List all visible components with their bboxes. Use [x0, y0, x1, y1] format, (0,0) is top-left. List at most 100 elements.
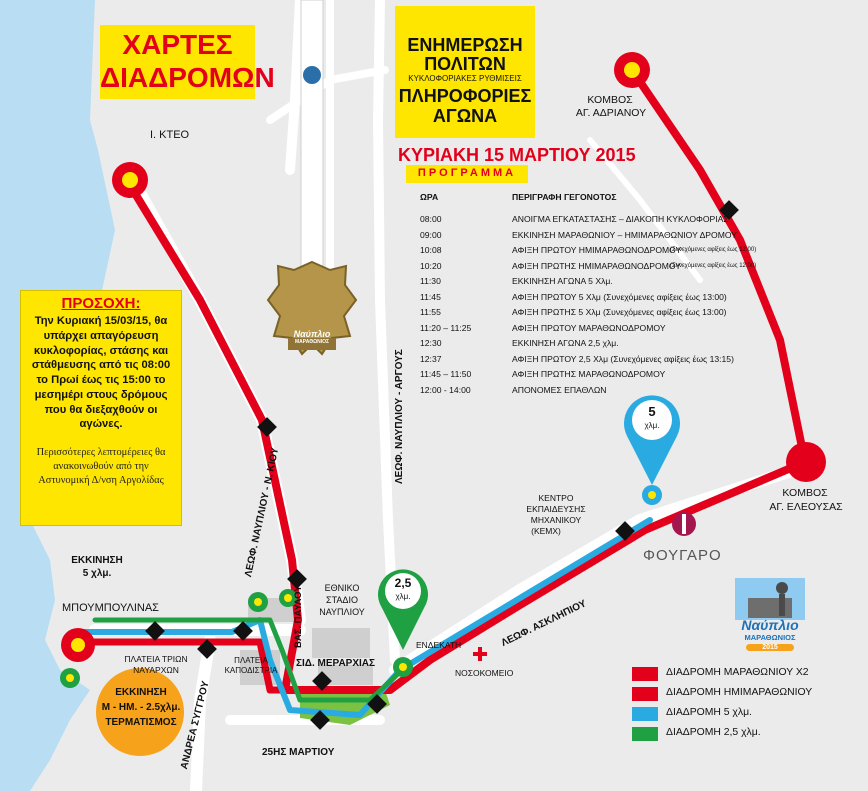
schedule-event: ΑΦΙΞΗ ΠΡΩΤΟΥ 2,5 Χλμ (Συνεχόμενες αφίξει…	[512, 353, 734, 364]
schedule-time: 12:30	[420, 338, 442, 348]
label-stadium-1: ΕΘΝΙΚΟ	[324, 583, 360, 593]
medal-sub: ΜΑΡΑΘΩΝΙΟΣ	[294, 339, 329, 345]
schedule-time: 10:08	[420, 245, 442, 255]
turnaround-markers	[60, 52, 826, 688]
logo-sub: ΜΑΡΑΘΩΝΙΟΣ	[744, 633, 796, 642]
label-25is-martiou: 25ΗΣ ΜΑΡΤΙΟΥ	[262, 747, 335, 758]
label-nosokomeio: ΝΟΣΟΚΟΜΕΙΟ	[455, 668, 514, 678]
schedule-time: 10:20	[420, 260, 442, 271]
label-mpoumpoulinas: ΜΠΟΥΜΠΟΥΛΙΝΑΣ	[62, 602, 159, 614]
label-sid-merarxias: ΣΙΔ. ΜΕΡΑΡΧΙΑΣ	[296, 658, 376, 669]
label-plateia-kapodistria-2: ΚΑΠΟΔΙΣΤΡΙΑ	[224, 666, 278, 675]
legend-swatch	[632, 727, 658, 741]
logo-name: Ναύπλιο	[741, 617, 799, 633]
notice-sub: Περισσότερες λεπτομέρειες θα ανακοινωθού…	[36, 447, 166, 486]
legend-label: ΔΙΑΔΡΟΜΗ ΗΜΙΜΑΡΑΘΩΝΙΟΥ	[666, 687, 813, 698]
label-kombos-eleousas-2: ΑΓ. ΕΛΕΟΥΣΑΣ	[769, 501, 843, 513]
label-start-main-1: ΕΚΚΙΝΗΣΗ	[115, 687, 167, 698]
info-line4: ΠΛΗΡΟΦΟΡΙΕΣ	[398, 86, 532, 106]
schedule-event: ΑΦΙΞΗ ΠΡΩΤΟΥ ΗΜΙΜΑΡΑΘΩΝΟΔΡΟΜΟΥ	[512, 245, 682, 255]
label-start-5-2: 5 χλμ.	[82, 568, 112, 579]
label-vas-pavlou: ΒΑΣ. ΠΑΥΛΟΥ	[293, 585, 304, 648]
program-label-text: ΠΡΟΓΡΑΜΜΑ	[417, 167, 517, 179]
label-endekati: ΕΝΔΕΚΑΤΗ	[416, 640, 462, 650]
label-plateia-kapodistria-1: ΠΛΑΤΕΙΑ	[234, 656, 268, 665]
logo-year: 2015	[746, 644, 794, 652]
schedule-event: ΕΚΚΙΝΗΣΗ ΑΓΩΝΑ 2,5 χλμ.	[512, 338, 619, 348]
label-plateia-trion-1: ΠΛΑΤΕΙΑ ΤΡΙΩΝ	[124, 654, 188, 664]
label-kemx-3: ΜΗΧΑΝΙΚΟΥ	[530, 515, 582, 525]
schedule-time: 08:00	[420, 214, 442, 224]
pin-2-5km-value: 2,5	[394, 576, 412, 590]
medal-icon	[266, 0, 358, 356]
legend-label: ΔΙΑΔΡΟΜΗ 5 χλμ.	[666, 707, 752, 718]
label-start-main-3: ΤΕΡΜΑΤΙΣΜΟΣ	[105, 717, 177, 728]
schedule-time: 12:00 - 14:00	[420, 384, 471, 395]
label-stadium-2: ΣΤΑΔΙΟ	[326, 595, 358, 605]
pin-5km-unit: χλμ.	[644, 421, 660, 430]
label-start-main-2: Μ - ΗΜ. - 2.5χλμ.	[101, 702, 181, 713]
pin-5km-icon	[624, 395, 680, 485]
schedule-event: ΑΦΙΞΗ ΠΡΩΤΟΥ ΜΑΡΑΘΩΝΟΔΡΟΜΟΥ	[512, 322, 666, 333]
schedule-event: ΕΚΚΙΝΗΣΗ ΑΓΩΝΑ 5 Χλμ.	[512, 276, 613, 286]
title-box: ΧΑΡΤΕΣ ΔΙΑΔΡΟΜΩΝ	[100, 25, 275, 99]
info-line5: ΑΓΩΝΑ	[432, 106, 498, 126]
schedule-time: 12:37	[420, 353, 442, 364]
info-line1: ΕΝΗΜΕΡΩΣΗ	[407, 35, 523, 55]
label-kombos-adrianou-2: ΑΓ. ΑΔΡΙΑΝΟΥ	[575, 107, 647, 119]
pin-5km-value: 5	[648, 404, 656, 419]
schedule-note: (Συνεχόμενες αφίξεις έως 12:00)	[670, 247, 757, 253]
label-kemx-2: ΕΚΠΑΙΔΕΥΣΗΣ	[526, 504, 586, 514]
schedule-header-time: ΩΡΑ	[420, 192, 439, 202]
notice-text: Την Κυριακή 15/03/15, θα υπάρχει απαγόρε…	[31, 315, 171, 431]
schedule-event: ΕΚΚΙΝΗΣΗ ΜΑΡΑΘΩΝΙΟΥ – ΗΜΙΜΑΡΑΘΩΝΙΟΥ ΔΡΟΜ…	[512, 229, 738, 240]
info-box: ΕΝΗΜΕΡΩΣΗ ΠΟΛΙΤΩΝ ΚΥΚΛΟΦΟΡΙΑΚΕΣ ΡΥΘΜΙΣΕΙ…	[395, 6, 535, 138]
marathon-logo-icon	[735, 578, 805, 620]
schedule-time: 09:00	[420, 229, 442, 240]
medal-name: Ναύπλιο	[293, 329, 331, 339]
program-label	[406, 165, 528, 183]
legend-label: ΔΙΑΔΡΟΜΗ ΜΑΡΑΘΩΝΙΟΥ Χ2	[666, 667, 809, 678]
schedule-time: 11:20 – 11:25	[420, 322, 472, 333]
schedule-time: 11:45 – 11:50	[420, 369, 472, 379]
label-kemx-1: ΚΕΝΤΡΟ	[538, 493, 574, 503]
legend-label: ΔΙΑΔΡΟΜΗ 2,5 χλμ.	[666, 727, 761, 738]
title-line2: ΔΙΑΔΡΟΜΩΝ	[100, 62, 275, 93]
label-start-5-1: ΕΚΚΙΝΗΣΗ	[71, 555, 123, 566]
label-fougaro: ΦΟΥΓΑΡΟ	[643, 547, 722, 564]
legend-swatch	[632, 667, 658, 681]
hospital-cross-icon	[473, 647, 487, 661]
notice-box: ΠΡΟΣΟΧΗ: Την Κυριακή 15/03/15, θα υπάρχε…	[20, 290, 182, 526]
pin-2-5km-icon	[377, 569, 428, 650]
schedule-event: ΑΠΟΝΟΜΕΣ ΕΠΑΘΛΩΝ	[512, 384, 607, 395]
legend-swatch	[632, 687, 658, 701]
schedule-time: 11:45	[420, 291, 441, 302]
schedule-event: ΑΦΙΞΗ ΠΡΩΤΗΣ 5 Χλμ (Συνεχόμενες αφίξεις …	[512, 307, 727, 317]
info-line3: ΚΥΚΛΟΦΟΡΙΑΚΕΣ ΡΥΘΜΙΣΕΙΣ	[408, 74, 522, 83]
info-line2: ΠΟΛΙΤΩΝ	[424, 54, 506, 74]
schedule-event: ΑΝΟΙΓΜΑ ΕΓΚΑΤΑΣΤΑΣΗΣ – ΔΙΑΚΟΠΗ ΚΥΚΛΟΦΟΡΙ…	[512, 214, 729, 224]
label-plateia-trion-2: ΝΑΥΑΡΧΩΝ	[133, 665, 179, 675]
sea-area	[0, 0, 115, 791]
start-area-circle	[96, 668, 184, 756]
schedule-time: 11:55	[420, 307, 441, 317]
schedule-note: (Συνεχόμενες αφίξεις έως 12:00)	[670, 262, 757, 269]
schedule-header-event: ΠΕΡΙΓΡΑΦΗ ΓΕΓΟΝΟΤΟΣ	[512, 192, 617, 202]
label-kemx-4: (ΚΕΜΧ)	[531, 526, 561, 536]
schedule-event: ΑΦΙΞΗ ΠΡΩΤΟΥ 5 Χλμ (Συνεχόμενες αφίξεις …	[512, 291, 727, 302]
pin-2-5km-unit: χλμ.	[395, 592, 411, 601]
label-kombos-eleousas-1: ΚΟΜΒΟΣ	[782, 487, 828, 499]
event-date: ΚΥΡΙΑΚΗ 15 ΜΑΡΤΙΟΥ 2015	[398, 145, 636, 165]
label-ktel: Ι. ΚΤΕΟ	[150, 129, 190, 141]
label-stadium-3: ΝΑΥΠΛΙΟΥ	[319, 607, 365, 617]
label-kombos-adrianou-1: ΚΟΜΒΟΣ	[587, 94, 633, 106]
legend-swatch	[632, 707, 658, 721]
schedule-event: ΑΦΙΞΗ ΠΡΩΤΗΣ ΜΑΡΑΘΩΝΟΔΡΟΜΟΥ	[512, 369, 666, 379]
title-line1: ΧΑΡΤΕΣ	[122, 29, 233, 60]
schedule-event: ΑΦΙΞΗ ΠΡΩΤΗΣ ΗΜΙΜΑΡΑΘΩΝΟΔΡΟΜΟΥ	[512, 260, 681, 271]
notice-title: ΠΡΟΣΟΧΗ:	[61, 295, 141, 312]
schedule-time: 11:30	[420, 276, 441, 286]
label-road-nafpliou-argous: ΛΕΩΦ. ΝΑΥΠΛΙΟΥ - ΑΡΓΟΥΣ	[394, 349, 405, 484]
